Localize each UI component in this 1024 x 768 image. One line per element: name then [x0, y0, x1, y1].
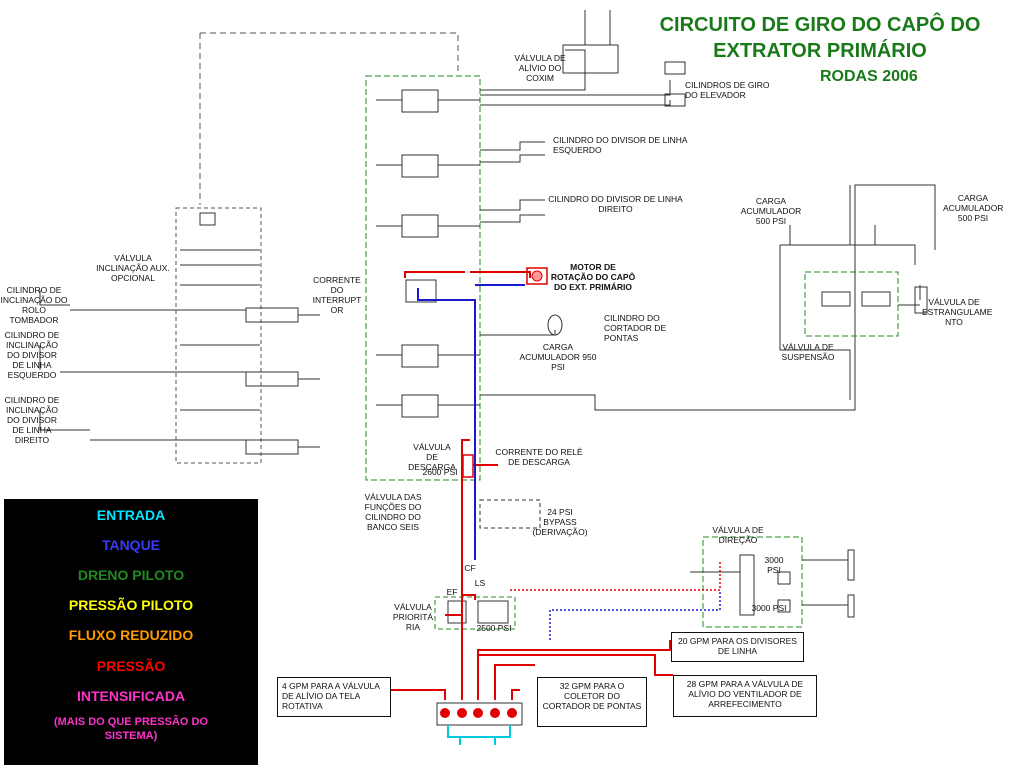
note-28-gpm: 28 GPM PARA A VÁLVULA DE ALÍVIO DO VENTI… [673, 675, 817, 717]
label-psi-2600: 2600 PSI [422, 467, 458, 477]
label-relay-current: CORRENTE DO RELÉ DE DESCARGA [495, 447, 583, 467]
note-32-gpm: 32 GPM PARA O COLETOR DO CORTADOR DE PON… [537, 677, 647, 727]
label-discharge-valve: VÁLVULA DE DESCARGA [408, 442, 456, 472]
label-tipper-roll-cylinder: CILINDRO DE INCLINAÇÃO DO ROLO TOMBADOR [0, 285, 68, 325]
label-steering-valve: VÁLVULA DE DIREÇÃO [712, 525, 764, 545]
label-switch-current: CORRENTE DO INTERRUPT OR [312, 275, 362, 315]
label-cf: CF [464, 563, 476, 573]
note-20-gpm: 20 GPM PARA OS DIVISORES DE LINHA [671, 632, 804, 662]
legend-item: ENTRADA [96, 507, 166, 523]
label-psi-3000-a: 3000 PSI [764, 555, 784, 575]
label-aux-tilt-valve: VÁLVULA INCLINAÇÃO AUX. OPCIONAL [96, 253, 170, 283]
label-ef: EF [446, 587, 458, 597]
legend-item: DRENO PILOTO [77, 567, 185, 583]
legend-item: PRESSÃO [96, 658, 166, 674]
label-throttle-valve: VÁLVULA DE ESTRANGULAME NTO [922, 297, 993, 327]
label-bypass: 24 PSI BYPASS (DERIVAÇÃO) [532, 507, 588, 537]
label-functions-valve: VÁLVULA DAS FUNÇÕES DO CILINDRO DO BANCO… [364, 492, 422, 532]
title-line-1: CIRCUITO DE GIRO DO CAPÔ DO [659, 14, 981, 36]
legend-item: INTENSIFICADA [76, 688, 186, 704]
label-accumulator-500-right: CARGA ACUMULADOR 500 PSI [943, 193, 1004, 223]
label-accumulator-950: CARGA ACUMULADOR 950 PSI [519, 342, 597, 372]
label-ls: LS [474, 578, 486, 588]
label-elevator-cylinders: CILINDROS DE GIRO DO ELEVADOR [685, 80, 770, 100]
color-legend: ENTRADA TANQUE DRENO PILOTO PRESSÃO PILOTO F… [4, 499, 258, 765]
label-accumulator-500-left: CARGA ACUMULADOR 500 PSI [740, 196, 802, 226]
legend-item: FLUXO REDUZIDO [68, 627, 194, 643]
legend-item: (MAIS DO QUE PRESSÃO DO SISTEMA) [53, 716, 209, 742]
label-psi-2500: 2500 PSI [476, 623, 512, 633]
diagram-title: CIRCUITO DE GIRO DO CAPÔ DO EXTRATOR PRI… [620, 12, 1020, 64]
label-left-divider-tilt-cylinder: CILINDRO DE INCLINAÇÃO DO DIVISOR DE LIN… [4, 330, 60, 380]
diagram-subtitle: RODAS 2006 [820, 68, 918, 85]
label-hood-rotation-motor: MOTOR DE ROTAÇÃO DO CAPÔ DO EXT. PRIMÁRI… [550, 262, 636, 292]
legend-item: TANQUE [101, 537, 161, 553]
label-tip-cutter-cylinder: CILINDRO DO CORTADOR DE PONTAS [604, 313, 667, 343]
label-psi-3000-b: 3000 PSI [751, 603, 787, 613]
title-line-2: EXTRATOR PRIMÁRIO [713, 40, 927, 62]
label-right-divider-cylinder: CILINDRO DO DIVISOR DE LINHA DIREITO [548, 194, 683, 214]
note-4-gpm: 4 GPM PARA A VÁLVULA DE ALÍVIO DA TELA R… [277, 677, 391, 717]
label-left-divider-cylinder: CILINDRO DO DIVISOR DE LINHA ESQUERDO [553, 135, 688, 155]
legend-item: PRESSÃO PILOTO [68, 597, 194, 613]
label-suspension-valve: VÁLVULA DE SUSPENSÃO [781, 342, 835, 362]
label-right-divider-tilt-cylinder: CILINDRO DE INCLINAÇÃO DO DIVISOR DE LIN… [4, 395, 60, 445]
label-priority-valve: VÁLVULA PRIORITÁ RIA [392, 602, 434, 632]
label-coxim-relief-valve: VÁLVULA DE ALÍVIO DO COXIM [514, 53, 566, 83]
